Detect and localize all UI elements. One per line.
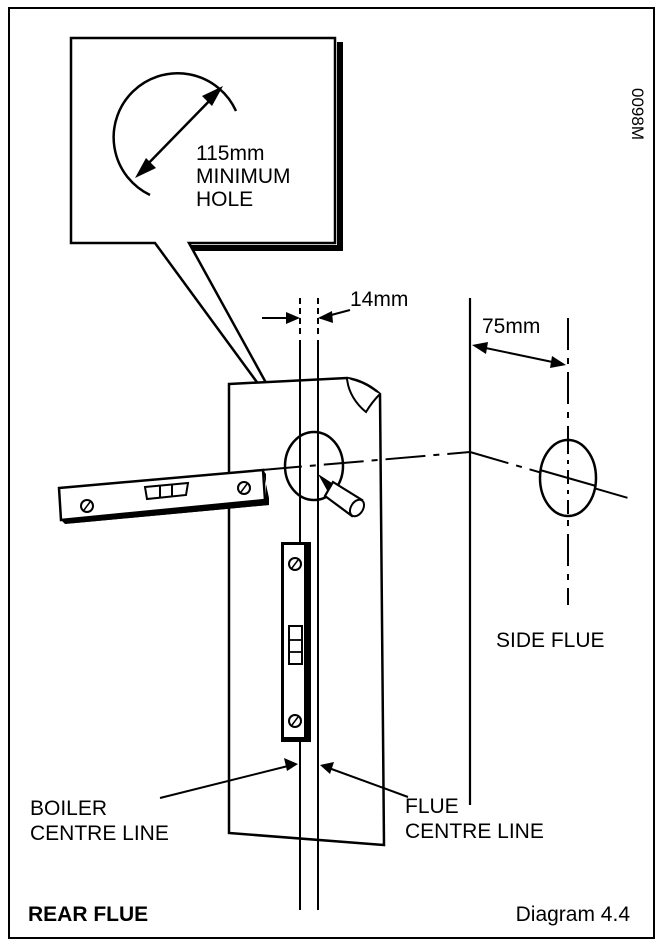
hole-arc xyxy=(112,72,238,197)
boiler-centre-line2: CENTRE LINE xyxy=(30,822,169,845)
side-dimension: 75mm xyxy=(472,315,566,368)
flue-centre-line1: FLUE xyxy=(405,795,459,818)
callout-box xyxy=(69,36,337,431)
diameter-arrow xyxy=(139,91,219,173)
pencil-icon xyxy=(318,474,366,518)
boiler-centre-line1: BOILER xyxy=(30,797,107,820)
offset-label: 14mm xyxy=(350,288,408,311)
callout-hole: HOLE xyxy=(196,188,253,211)
diagram-code: 0098M xyxy=(628,88,647,140)
spirit-level-icon xyxy=(57,468,269,524)
offset-dimension: 14mm xyxy=(262,288,408,335)
flue-centre-line2: CENTRE LINE xyxy=(405,820,544,843)
callout-size: 115mm xyxy=(196,142,264,165)
callout-minimum: MINIMUM xyxy=(196,165,290,188)
flue-centre-leader xyxy=(320,762,409,798)
diagram-title: REAR FLUE xyxy=(28,903,148,926)
side-flue-label: SIDE FLUE xyxy=(496,629,605,652)
diagram-number: Diagram 4.4 xyxy=(516,903,631,926)
alignment-line xyxy=(261,451,471,471)
boiler-centre-leader xyxy=(159,758,298,799)
vertical-level-icon xyxy=(281,542,311,742)
hole-callout: 115mm MINIMUM HOLE xyxy=(69,36,343,431)
outer-border xyxy=(8,7,655,939)
side-dimension-label: 75mm xyxy=(482,315,540,338)
